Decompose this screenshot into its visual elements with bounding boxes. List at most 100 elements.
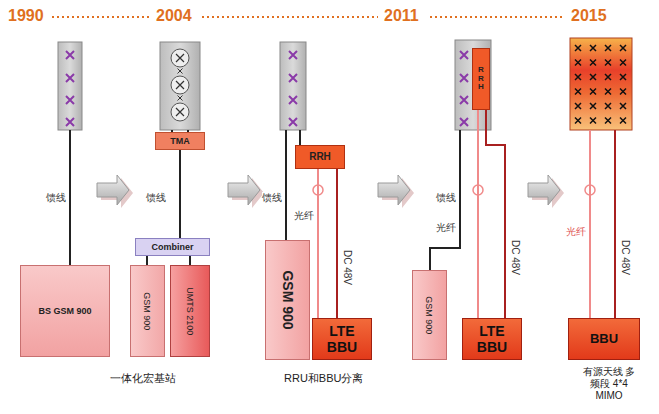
dipole-mark: [620, 74, 626, 80]
dipole-mark: [460, 51, 468, 59]
timeline-dots: [52, 16, 565, 18]
dipole-mark: [575, 74, 581, 80]
stage-caption: 一体化宏基站: [110, 372, 176, 385]
connector: [179, 150, 181, 238]
node-text: LTE BBU: [470, 323, 514, 355]
dipole-mark: [605, 103, 611, 109]
edge-label: 馈线: [146, 192, 166, 204]
dipole-mark: [575, 60, 581, 66]
node-text: GSM 900: [424, 296, 434, 334]
stage-arrow: [97, 175, 129, 205]
stage-arrows: [97, 175, 564, 208]
dipole-mark: [289, 51, 297, 59]
gsm-unit: GSM 900: [130, 265, 165, 357]
bbu-box: BBU: [568, 318, 640, 360]
active-antenna: [570, 38, 632, 130]
feeder-wire: [69, 130, 71, 265]
dipole-mark: [605, 60, 611, 66]
connector: [189, 256, 191, 265]
year: 1990: [8, 6, 44, 25]
dipole-ring: [171, 76, 189, 94]
dipole-mark: [590, 89, 596, 95]
base-station-box: BS GSM 900: [20, 265, 110, 357]
edge-label: 光纤: [294, 210, 314, 222]
node-text: UMTS 2100: [185, 287, 195, 335]
node-text: LTE BBU: [320, 323, 364, 355]
feeder-label: 馈线: [262, 192, 282, 204]
connector: [477, 110, 479, 318]
dipole-mark: [605, 89, 611, 95]
dipole-mark: [289, 118, 297, 126]
connector: [146, 256, 148, 265]
dipole-mark: [176, 81, 184, 89]
dipole-mark: [590, 103, 596, 109]
dipole-mark: [176, 54, 184, 62]
feeder-wire: [285, 130, 287, 240]
dipole-mark: [289, 96, 297, 104]
dipole-mark: [620, 118, 626, 124]
dipole-mark: [460, 118, 468, 126]
dipole-mark: [590, 45, 596, 51]
dipole-mark: [575, 118, 581, 124]
dipole-mark: [605, 45, 611, 51]
antenna-panel: [160, 42, 200, 130]
dipole-mark: [575, 103, 581, 109]
stage-arrow: [228, 175, 260, 205]
node-text: BBU: [590, 332, 618, 347]
dipole-ring: [171, 49, 189, 67]
dc-wire: [614, 130, 616, 318]
node-text: BS GSM 900: [38, 306, 91, 316]
tma-box: TMA: [155, 132, 205, 150]
dipole-mark: [575, 89, 581, 95]
dipole-mark: [289, 74, 297, 82]
antenna-panel: [280, 42, 306, 130]
antenna-panel: [58, 42, 82, 130]
node-text: Combiner: [151, 242, 193, 252]
dipole-mark: [66, 74, 74, 82]
dipole-mark: [460, 74, 468, 82]
dipole-mark: [575, 45, 581, 51]
dipole-mark: [66, 118, 74, 126]
node-text: GSM 900: [142, 292, 152, 330]
edge-label: DC 48V: [341, 250, 353, 285]
rrh-box: RRH: [295, 145, 345, 169]
dipole-ring: [171, 103, 189, 121]
stage-arrow: [378, 175, 410, 205]
antenna-4: [430, 40, 491, 270]
jumper-wire: [299, 130, 301, 145]
antenna-elements: [66, 45, 626, 126]
node-text: GSM 900: [279, 270, 295, 329]
edge-label: 光纤: [436, 222, 456, 234]
power-label: DC 48V: [619, 240, 631, 275]
gsm-unit: GSM 900: [412, 270, 447, 360]
stage-caption: RRU和BBU分离: [284, 372, 363, 385]
dipole-mark: [620, 45, 626, 51]
node-text: RRH: [309, 151, 331, 163]
stage-caption: 有源天线 多频段 4*4 MIMO: [582, 366, 636, 402]
stage-arrow: [528, 175, 560, 205]
dipole-mark: [176, 108, 184, 116]
connector: [486, 110, 505, 318]
rrh-box: RRH: [472, 48, 490, 110]
dipole-mark: [605, 118, 611, 124]
feeder-label: 馈线: [46, 192, 66, 204]
dipole-mark: [590, 74, 596, 80]
antenna-2: [160, 42, 200, 132]
fiber-wire: [589, 130, 591, 318]
node-text: TMA: [170, 136, 190, 146]
dipole-mark: [605, 74, 611, 80]
dipole-mark: [620, 60, 626, 66]
node-text: RRH: [477, 66, 485, 92]
dipole-mark: [66, 96, 74, 104]
bbu-box: LTE BBU: [462, 318, 522, 360]
feeder-wire: [430, 130, 460, 270]
year: 2004: [156, 6, 192, 25]
year: 2011: [384, 6, 419, 25]
dipole-mark: [460, 96, 468, 104]
umts-unit: UMTS 2100: [170, 265, 210, 357]
fiber-label: 光纤: [566, 226, 586, 238]
antenna-1: [58, 42, 82, 265]
combiner-box: Combiner: [135, 238, 210, 256]
